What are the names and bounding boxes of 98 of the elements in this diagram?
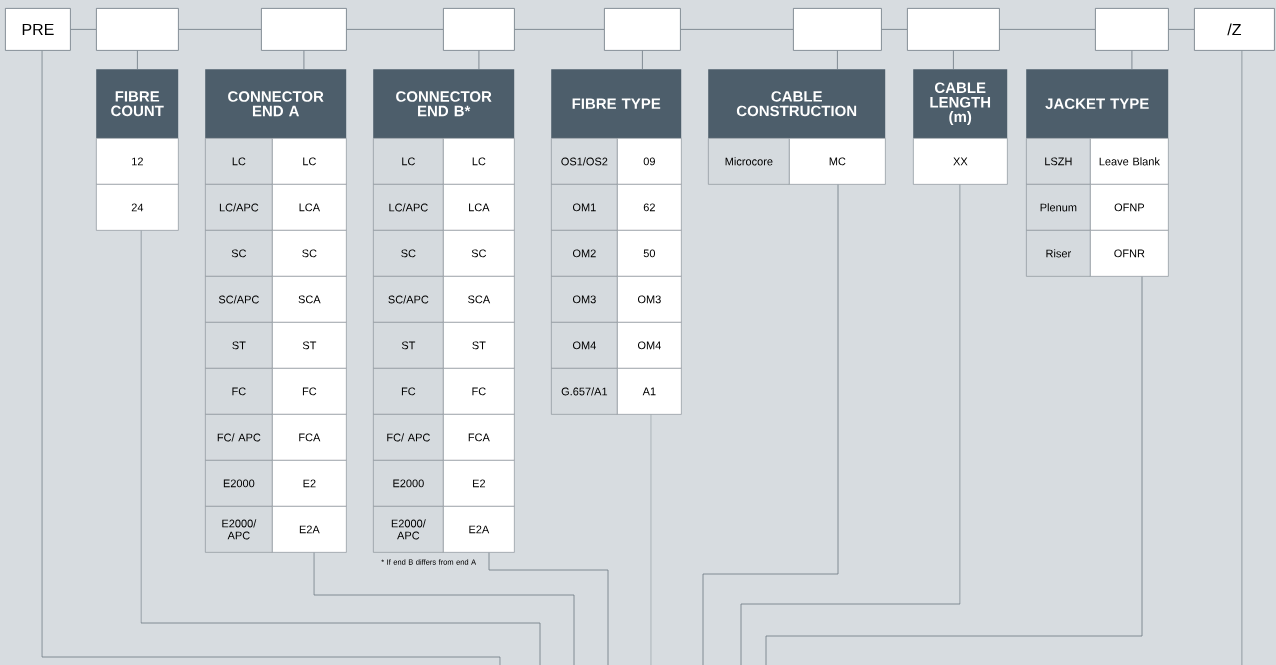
table-cell: FC/ APC [373, 414, 444, 461]
table-cell: OM1 [551, 184, 618, 231]
table-cell: E2 [272, 460, 347, 507]
column-header: FIBRE COUNT [96, 69, 179, 139]
connector-line [765, 276, 1143, 665]
table-cell: ST [205, 322, 273, 369]
table-cell: OS1/OS2 [551, 138, 618, 185]
table-cell: ST [443, 322, 515, 369]
table-cell: OM4 [551, 322, 618, 369]
connector-line [41, 50, 501, 665]
table-cell: 12 [96, 138, 179, 185]
table-cell: E2 [443, 460, 515, 507]
table-cell: LCA [443, 184, 515, 231]
table-cell: LC/APC [373, 184, 444, 231]
connector-line [837, 50, 838, 70]
connector-line [137, 50, 138, 70]
table-cell: FC [443, 368, 515, 415]
table-cell: 62 [617, 184, 682, 231]
connector-line [999, 29, 1096, 30]
table-cell: OM2 [551, 230, 618, 277]
column-header: CONNECTOR END A [205, 69, 347, 139]
table-cell: OM3 [551, 276, 618, 323]
table-cell: LC [373, 138, 444, 185]
connector-line [70, 29, 97, 30]
table-cell: Riser [1026, 230, 1091, 277]
connector-line [953, 50, 954, 70]
connector-line [1241, 50, 1243, 665]
table-cell: E2000 [373, 460, 444, 507]
table-cell: SC [373, 230, 444, 277]
table-cell: MC [789, 138, 886, 185]
table-cell: LSZH [1026, 138, 1091, 185]
table-cell: SC [205, 230, 273, 277]
connector-line [303, 50, 305, 70]
table-cell: SCA [272, 276, 347, 323]
table-cell: SC/APC [373, 276, 444, 323]
blank-code-box [1095, 8, 1169, 51]
table-cell: LC/APC [205, 184, 273, 231]
column-header: JACKET TYPE [1026, 69, 1169, 139]
blank-code-box [907, 8, 1000, 51]
table-cell: XX [913, 138, 1008, 185]
column-header: CONNECTOR END B* [373, 69, 515, 139]
code-box: PRE [5, 8, 71, 51]
table-cell: Plenum [1026, 184, 1091, 231]
table-cell: FC/ APC [205, 414, 273, 461]
table-cell: FC [272, 368, 347, 415]
table-cell: ST [373, 322, 444, 369]
connector-line [488, 552, 609, 665]
table-cell: A1 [617, 368, 682, 415]
table-cell: LCA [272, 184, 347, 231]
table-cell: E2000/ APC [205, 506, 273, 553]
connector-line [702, 184, 839, 665]
table-cell: OFNR [1090, 230, 1169, 277]
table-cell: Microcore [708, 138, 790, 185]
table-cell: G.657/A1 [551, 368, 618, 415]
blank-code-box [96, 8, 179, 51]
column-header: FIBRE TYPE [551, 69, 682, 139]
table-cell: OFNP [1090, 184, 1169, 231]
connector-line [642, 50, 643, 70]
connector-line [478, 50, 480, 70]
connector-line [140, 230, 541, 665]
blank-code-box [443, 8, 515, 51]
table-cell: E2A [272, 506, 347, 553]
table-cell: FCA [443, 414, 515, 461]
table-cell: 24 [96, 184, 179, 231]
table-cell: E2000 [205, 460, 273, 507]
code-box: /Z [1194, 8, 1275, 51]
connector-line [178, 29, 262, 30]
blank-code-box [261, 8, 347, 51]
table-cell: LC [272, 138, 347, 185]
connector-line [680, 29, 794, 30]
connector-line [881, 29, 908, 30]
column-header: CABLE LENGTH (m) [913, 69, 1008, 139]
blank-code-box [793, 8, 882, 51]
table-cell: Leave Blank [1090, 138, 1169, 185]
connector-line [313, 552, 575, 665]
table-cell: OM3 [617, 276, 682, 323]
table-cell: LC [205, 138, 273, 185]
table-cell: FC [205, 368, 273, 415]
table-cell: SCA [443, 276, 515, 323]
table-cell: FC [373, 368, 444, 415]
table-cell: ST [272, 322, 347, 369]
connector-line [1168, 29, 1195, 30]
table-cell: 50 [617, 230, 682, 277]
connector-line [346, 29, 444, 30]
table-cell: 09 [617, 138, 682, 185]
table-cell: E2000/ APC [373, 506, 444, 553]
connector-line [514, 29, 605, 30]
table-cell: SC/APC [205, 276, 273, 323]
blank-code-box [604, 8, 681, 51]
table-cell: OM4 [617, 322, 682, 369]
connector-line [740, 184, 961, 665]
table-cell: SC [443, 230, 515, 277]
connector-line [1131, 50, 1133, 70]
table-cell: FCA [272, 414, 347, 461]
table-cell: LC [443, 138, 515, 185]
column-header: CABLE CONSTRUCTION [708, 69, 886, 139]
table-cell: E2A [443, 506, 515, 553]
table-cell: SC [272, 230, 347, 277]
